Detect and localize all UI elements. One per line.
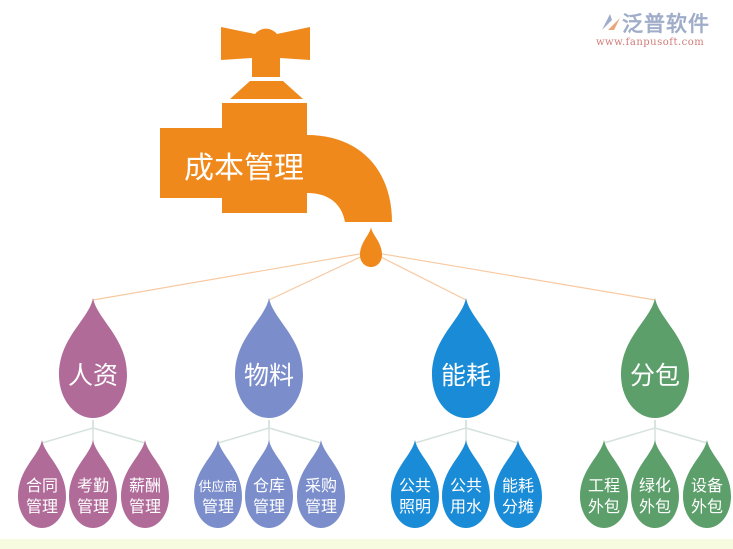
child-connector (414, 420, 467, 444)
watermark: 泛普软件 www.fanpusoft.com (596, 8, 730, 52)
faucet-collar (230, 81, 303, 99)
category-label: 人资 (68, 361, 118, 390)
sub-item-drop (245, 440, 293, 528)
category-label: 物料 (244, 361, 294, 390)
sub-item-drop (194, 440, 242, 528)
sub-item-label: 分摊 (502, 497, 534, 516)
fanpu-logo-icon (602, 14, 620, 30)
faucet-handle (221, 27, 310, 77)
sub-item-label: 公共 (399, 476, 431, 495)
root-connector (370, 251, 656, 301)
child-connector (603, 420, 656, 444)
sub-item-label: 管理 (202, 497, 234, 516)
watermark-url: www.fanpusoft.com (596, 37, 705, 48)
sub-item-label: 绿化 (639, 476, 671, 495)
category-drop (235, 298, 303, 418)
faucet-icon: 成本管理 (160, 27, 392, 267)
root-connector (92, 251, 372, 301)
sub-item-label: 照明 (399, 497, 431, 516)
faucet-drip (360, 227, 382, 267)
sub-item-drop (631, 440, 679, 528)
category-drop (432, 298, 500, 418)
child-connector (92, 420, 146, 444)
sub-item-label: 外包 (691, 497, 723, 516)
sub-item-label: 外包 (588, 497, 620, 516)
sub-item-drop (69, 440, 117, 528)
child-connector (41, 420, 94, 444)
category-drop (59, 298, 127, 418)
sub-item-label: 工程 (588, 476, 620, 495)
child-connector (268, 420, 322, 444)
sub-item-label: 管理 (129, 497, 161, 516)
child-connector (465, 420, 519, 444)
sub-item-label: 薪酬 (129, 476, 161, 495)
child-connector (654, 420, 708, 444)
sub-item-drop (391, 440, 439, 528)
sub-item-label: 公共 (450, 476, 482, 495)
category-drop (621, 298, 689, 418)
sub-item-label: 能耗 (502, 476, 534, 495)
sub-item-drop (121, 440, 169, 528)
child-connector (217, 420, 270, 444)
faucet-body (160, 103, 392, 222)
sub-item-label: 仓库 (253, 476, 285, 495)
root-connector (268, 251, 372, 301)
root-label: 成本管理 (184, 151, 304, 186)
sub-item-label: 供应商 (198, 479, 237, 495)
sub-item-label: 采购 (305, 476, 337, 495)
sub-item-label: 管理 (77, 497, 109, 516)
category-label: 能耗 (441, 361, 491, 390)
sub-item-drop (580, 440, 628, 528)
sub-item-label: 用水 (450, 497, 482, 516)
sub-item-label: 管理 (253, 497, 285, 516)
sub-item-drop (297, 440, 345, 528)
sub-item-label: 管理 (305, 497, 337, 516)
sub-item-drop (683, 440, 731, 528)
category-drops: 人资合同管理考勤管理薪酬管理物料供应商管理仓库管理采购管理能耗公共照明公共用水能… (18, 298, 731, 528)
connectors (41, 251, 708, 444)
sub-item-label: 设备 (691, 476, 723, 495)
root-connector (370, 251, 467, 301)
sub-item-label: 考勤 (77, 476, 109, 495)
sub-item-drop (442, 440, 490, 528)
footer-band (0, 539, 733, 549)
sub-item-drop (18, 440, 66, 528)
watermark-name: 泛普软件 (622, 12, 710, 36)
sub-item-drop (494, 440, 542, 528)
sub-item-label: 管理 (26, 497, 58, 516)
sub-item-label: 外包 (639, 497, 671, 516)
sub-item-label: 合同 (26, 476, 58, 495)
category-label: 分包 (630, 361, 680, 390)
